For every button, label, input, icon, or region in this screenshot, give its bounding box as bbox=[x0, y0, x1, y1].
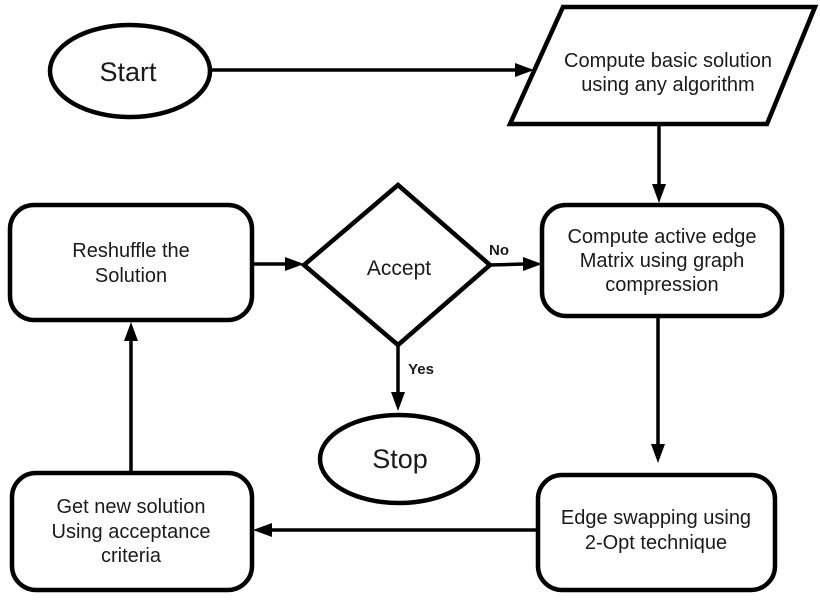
edge-compute-basic-to-compute-active bbox=[652, 124, 666, 203]
start-label: Start bbox=[99, 57, 157, 87]
edge-start-to-compute-basic bbox=[210, 63, 534, 77]
arrowhead-up-icon bbox=[124, 322, 138, 341]
stop-ellipse bbox=[317, 412, 481, 506]
arrowhead-left-icon bbox=[253, 523, 272, 537]
edge-compute-active-to-edge-swapping bbox=[651, 316, 665, 463]
node-compute-basic-solution: Compute basic solution using any algorit… bbox=[506, 4, 819, 127]
compute-basic-line2: using any algorithm bbox=[581, 74, 754, 96]
compute-active-line2: Matrix using graph bbox=[580, 250, 745, 272]
edge-swapping-box bbox=[535, 472, 778, 593]
start-ellipse bbox=[47, 22, 213, 120]
node-edge-swapping: Edge swapping using 2-Opt technique bbox=[535, 472, 778, 593]
get-new-solution-line2: Using acceptance bbox=[52, 521, 211, 543]
get-new-solution-line3: criteria bbox=[101, 545, 162, 567]
node-start: Start bbox=[47, 22, 213, 120]
compute-basic-line1: Compute basic solution bbox=[564, 50, 772, 72]
get-new-solution-box bbox=[9, 470, 255, 593]
node-reshuffle: Reshuffle the Solution bbox=[7, 202, 255, 323]
node-stop: Stop bbox=[317, 412, 481, 506]
flow-line bbox=[489, 262, 525, 267]
accept-diamond bbox=[300, 182, 494, 348]
node-compute-active-edge: Compute active edge Matrix using graph c… bbox=[539, 202, 785, 319]
edge-get-new-solution-to-reshuffle bbox=[124, 322, 138, 473]
compute-basic-parallelogram bbox=[506, 4, 819, 127]
reshuffle-line2: Solution bbox=[95, 265, 167, 287]
edge-edge-swapping-to-get-new-solution bbox=[253, 523, 538, 537]
reshuffle-line1: Reshuffle the bbox=[72, 240, 190, 262]
node-get-new-solution: Get new solution Using acceptance criter… bbox=[9, 470, 255, 593]
accept-label: Accept bbox=[367, 257, 431, 280]
arrowhead-right-icon bbox=[515, 63, 534, 77]
edge-swapping-line2: 2-Opt technique bbox=[585, 532, 727, 554]
arrowhead-right-icon bbox=[523, 257, 542, 271]
edge-label-no: No bbox=[489, 242, 509, 259]
get-new-solution-line1: Get new solution bbox=[57, 496, 206, 518]
edge-accept-yes-to-stop: Yes bbox=[391, 345, 434, 411]
stop-label: Stop bbox=[372, 444, 428, 474]
edge-label-yes: Yes bbox=[408, 361, 434, 378]
reshuffle-box bbox=[7, 202, 255, 323]
node-accept-decision: Accept bbox=[300, 182, 494, 348]
arrowhead-down-icon bbox=[652, 184, 666, 203]
edge-swapping-line1: Edge swapping using bbox=[561, 507, 751, 529]
compute-active-box bbox=[539, 202, 785, 319]
compute-active-line3: compression bbox=[605, 274, 718, 296]
arrowhead-down-icon bbox=[651, 444, 665, 463]
edge-accept-no-to-compute-active: No bbox=[489, 242, 542, 271]
edge-reshuffle-to-accept bbox=[252, 257, 304, 271]
arrowhead-down-icon bbox=[391, 392, 405, 411]
arrowhead-right-icon bbox=[285, 257, 304, 271]
compute-active-line1: Compute active edge bbox=[567, 226, 756, 248]
